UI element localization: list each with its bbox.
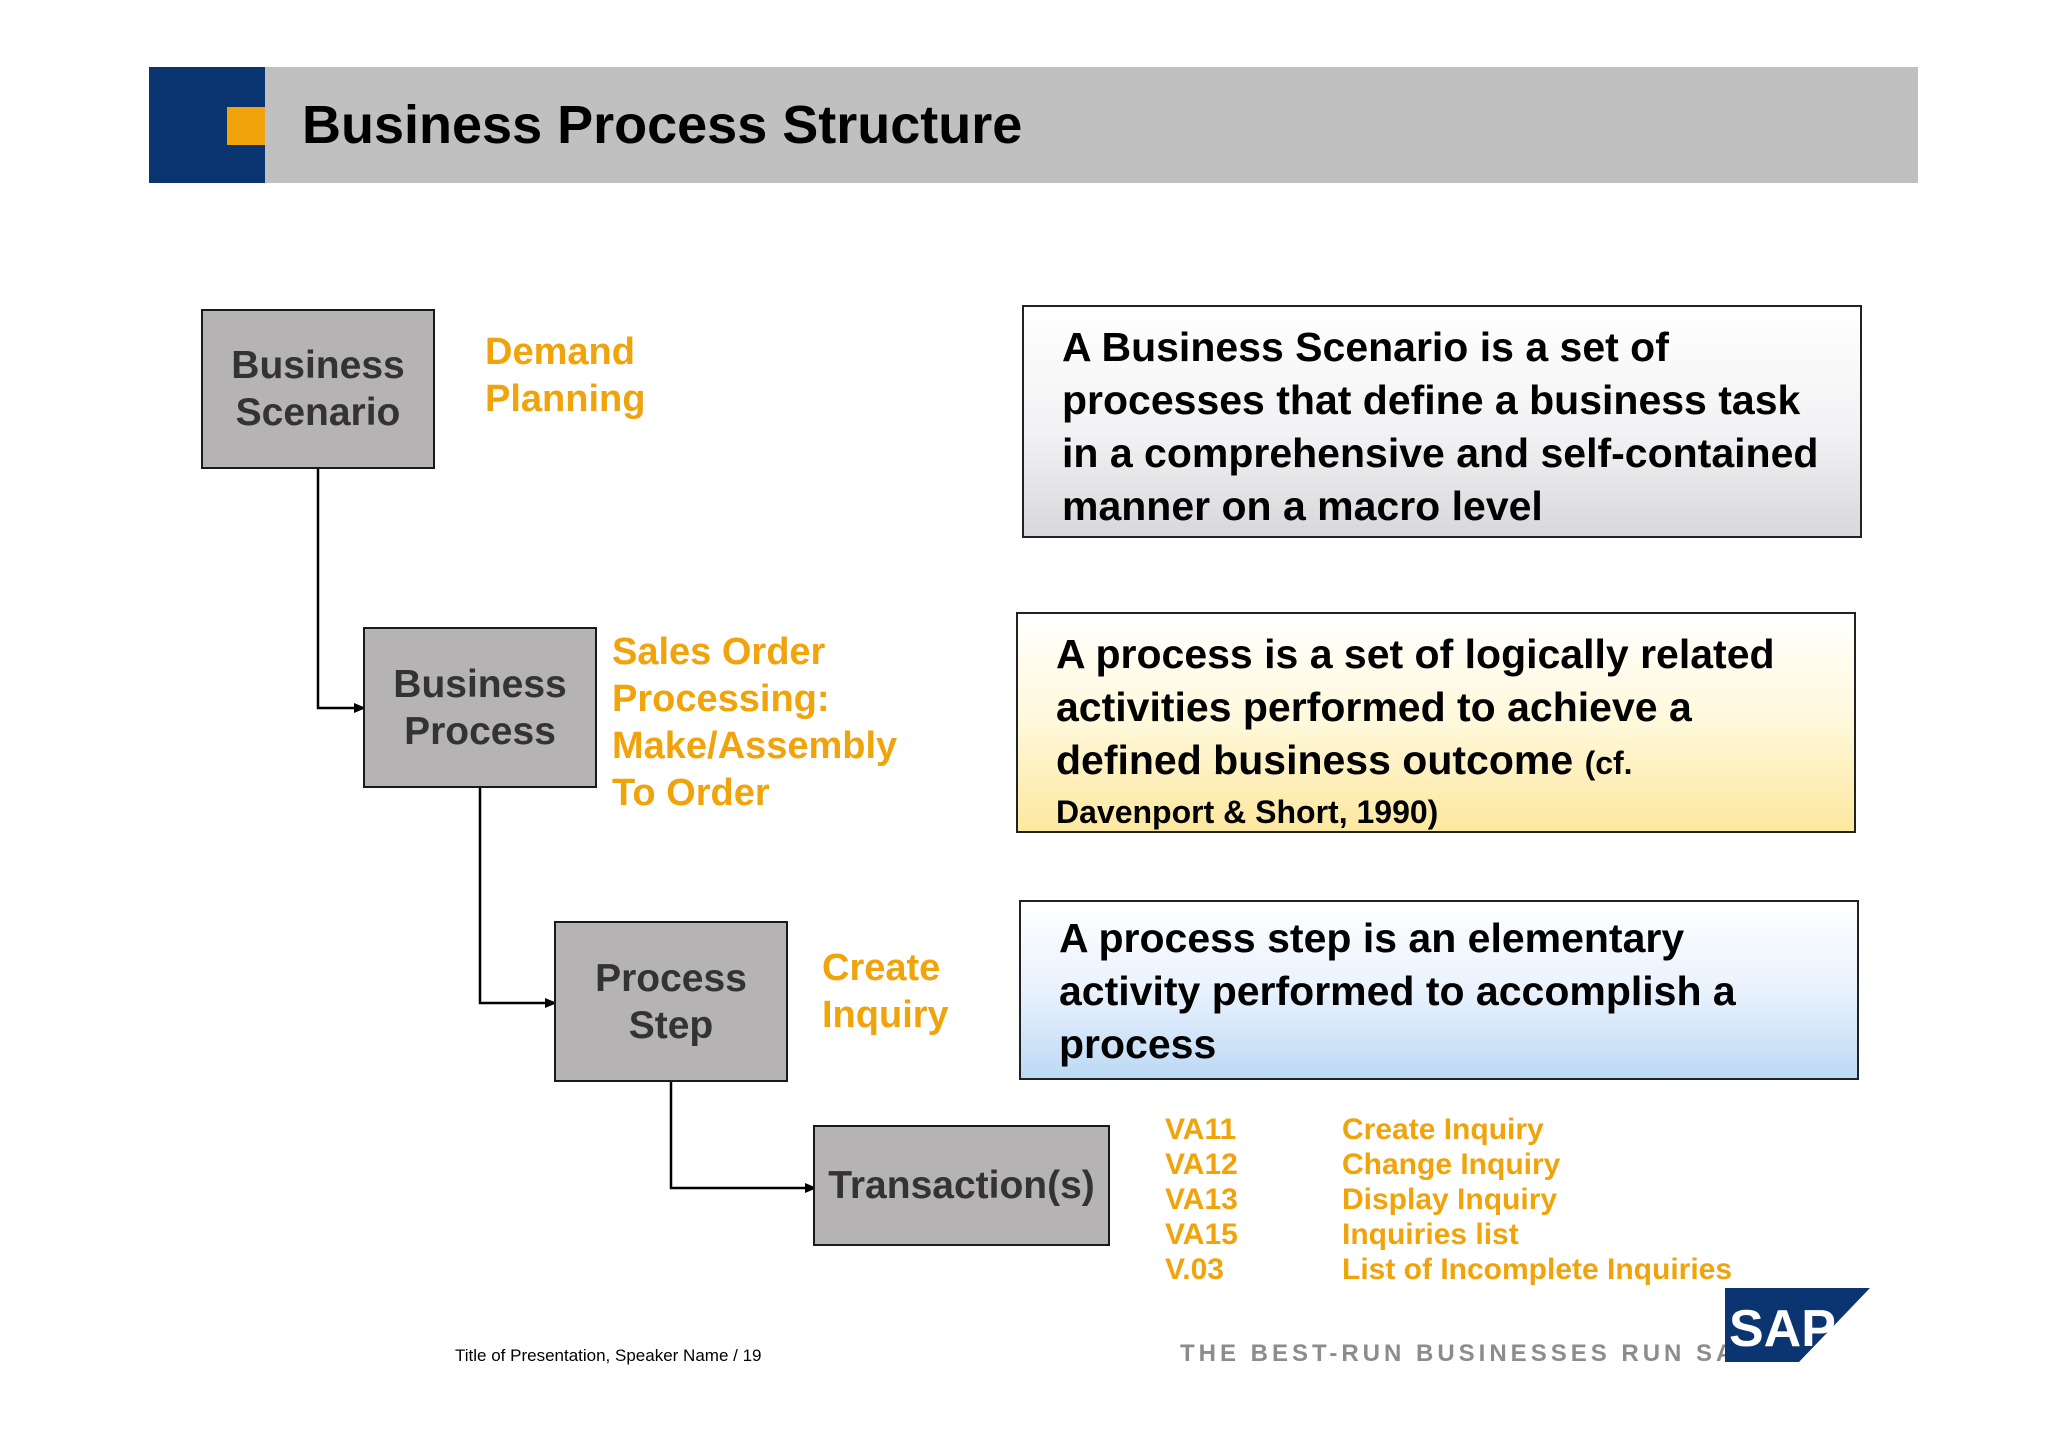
connector-scenario-process xyxy=(316,468,366,713)
business-scenario-box: Business Scenario xyxy=(201,309,435,469)
scenario-definition-text: A Business Scenario is a set of processe… xyxy=(1062,324,1819,529)
sap-logo: SAP ® xyxy=(1725,1288,1870,1362)
transaction-code: V.03 xyxy=(1165,1253,1224,1286)
business-process-box: Business Process xyxy=(363,627,597,788)
process-citation-prefix: (cf. xyxy=(1584,745,1633,781)
process-step-box: Process Step xyxy=(554,921,788,1082)
process-definition-box: A process is a set of logically related … xyxy=(1016,612,1856,833)
transaction-description: List of Incomplete Inquiries xyxy=(1342,1253,1733,1286)
step-definition-text: A process step is an elementary activity… xyxy=(1059,915,1736,1067)
process-citation: Davenport & Short, 1990) xyxy=(1056,794,1439,830)
connector-process-step xyxy=(478,787,557,1008)
transaction-code: VA11 xyxy=(1165,1113,1237,1146)
example-demand-planning: Demand Planning xyxy=(485,331,646,420)
connector-step-transaction xyxy=(669,1081,817,1193)
example-create-inquiry: Create Inquiry xyxy=(822,947,949,1036)
step-definition-box: A process step is an elementary activity… xyxy=(1019,900,1859,1080)
transaction-code: VA13 xyxy=(1165,1183,1238,1216)
sap-tagline: THE BEST-RUN BUSINESSES RUN SAP xyxy=(1180,1340,1758,1367)
footer-slide-info: Title of Presentation, Speaker Name / 19 xyxy=(455,1346,762,1365)
example-sales-order-processing: Sales Order Processing: Make/Assembly To… xyxy=(612,631,898,814)
header-bar xyxy=(265,67,1918,183)
page-title: Business Process Structure xyxy=(302,95,1023,155)
transaction-code: VA12 xyxy=(1165,1148,1238,1181)
sap-logo-mark: ® xyxy=(1817,1346,1827,1361)
transaction-description: Create Inquiry xyxy=(1342,1113,1544,1146)
transactions-box: Transaction(s) xyxy=(813,1125,1110,1246)
transaction-description: Display Inquiry xyxy=(1342,1183,1558,1216)
process-definition-text: A process is a set of logically related … xyxy=(1056,631,1775,783)
transaction-description: Inquiries list xyxy=(1342,1218,1519,1251)
transaction-code: VA15 xyxy=(1165,1218,1238,1251)
header-orange-square xyxy=(227,107,265,145)
scenario-definition-box: A Business Scenario is a set of processe… xyxy=(1022,305,1862,538)
transaction-description: Change Inquiry xyxy=(1342,1148,1561,1181)
sap-logo-text: SAP xyxy=(1729,1300,1836,1358)
